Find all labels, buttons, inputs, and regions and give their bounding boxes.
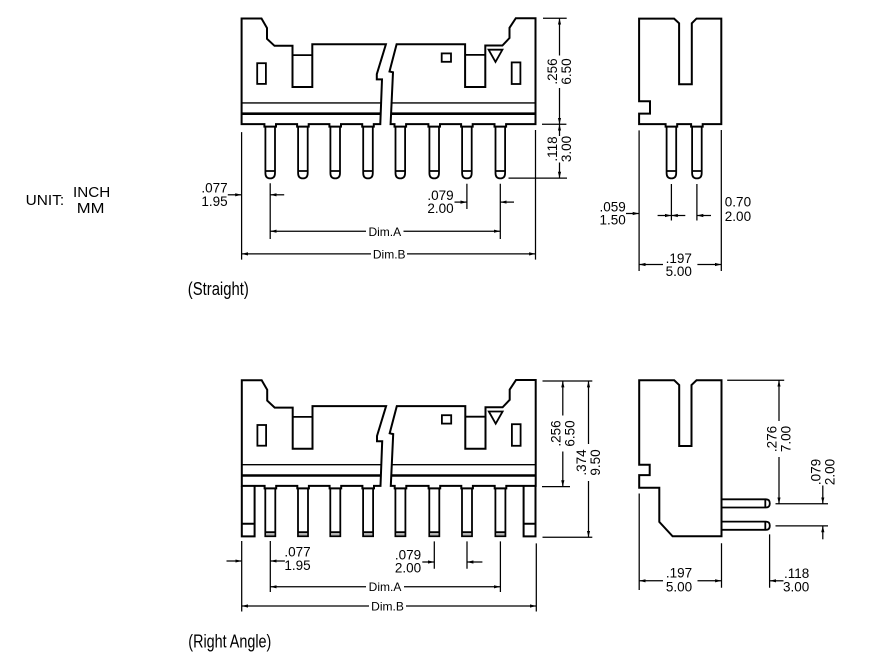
svg-text:3.00: 3.00	[783, 579, 809, 594]
svg-text:.077: .077	[284, 545, 310, 560]
svg-text:.079: .079	[395, 548, 421, 563]
svg-text:.059: .059	[600, 199, 626, 214]
svg-text:6.50: 6.50	[559, 58, 574, 84]
svg-text:2.00: 2.00	[427, 201, 453, 216]
svg-text:9.50: 9.50	[588, 449, 603, 475]
svg-text:2.00: 2.00	[395, 561, 421, 576]
svg-text:.276: .276	[765, 426, 780, 452]
svg-text:.118: .118	[545, 136, 560, 161]
svg-text:2.00: 2.00	[725, 209, 751, 224]
svg-text:(Straight): (Straight)	[188, 279, 249, 299]
svg-text:1.95: 1.95	[201, 194, 227, 209]
svg-text:MM: MM	[77, 200, 105, 217]
svg-text:Dim.A: Dim.A	[368, 225, 401, 239]
svg-text:Dim.A: Dim.A	[369, 580, 402, 594]
svg-text:.374: .374	[574, 449, 589, 476]
svg-text:(Right Angle): (Right Angle)	[188, 631, 271, 651]
svg-text:Dim.B: Dim.B	[373, 247, 406, 261]
svg-text:1.50: 1.50	[600, 213, 626, 228]
svg-text:7.00: 7.00	[779, 426, 794, 452]
svg-text:.079: .079	[809, 459, 824, 485]
svg-text:0.70: 0.70	[725, 195, 751, 210]
svg-text:.079: .079	[427, 188, 453, 203]
svg-text:.256: .256	[549, 420, 564, 446]
svg-text:UNIT:: UNIT:	[26, 192, 64, 209]
svg-text:.197: .197	[666, 566, 692, 581]
svg-text:3.00: 3.00	[559, 136, 574, 162]
svg-text:Dim.B: Dim.B	[371, 600, 404, 614]
svg-text:.118: .118	[784, 566, 809, 581]
svg-text:5.00: 5.00	[666, 579, 692, 594]
svg-text:2.00: 2.00	[823, 459, 838, 485]
svg-text:.256: .256	[545, 58, 560, 84]
svg-text:6.50: 6.50	[563, 420, 578, 446]
svg-text:5.00: 5.00	[666, 264, 692, 279]
svg-text:.197: .197	[666, 251, 692, 266]
svg-text:.077: .077	[201, 181, 227, 196]
svg-text:1.95: 1.95	[284, 558, 310, 573]
svg-text:INCH: INCH	[73, 184, 110, 201]
